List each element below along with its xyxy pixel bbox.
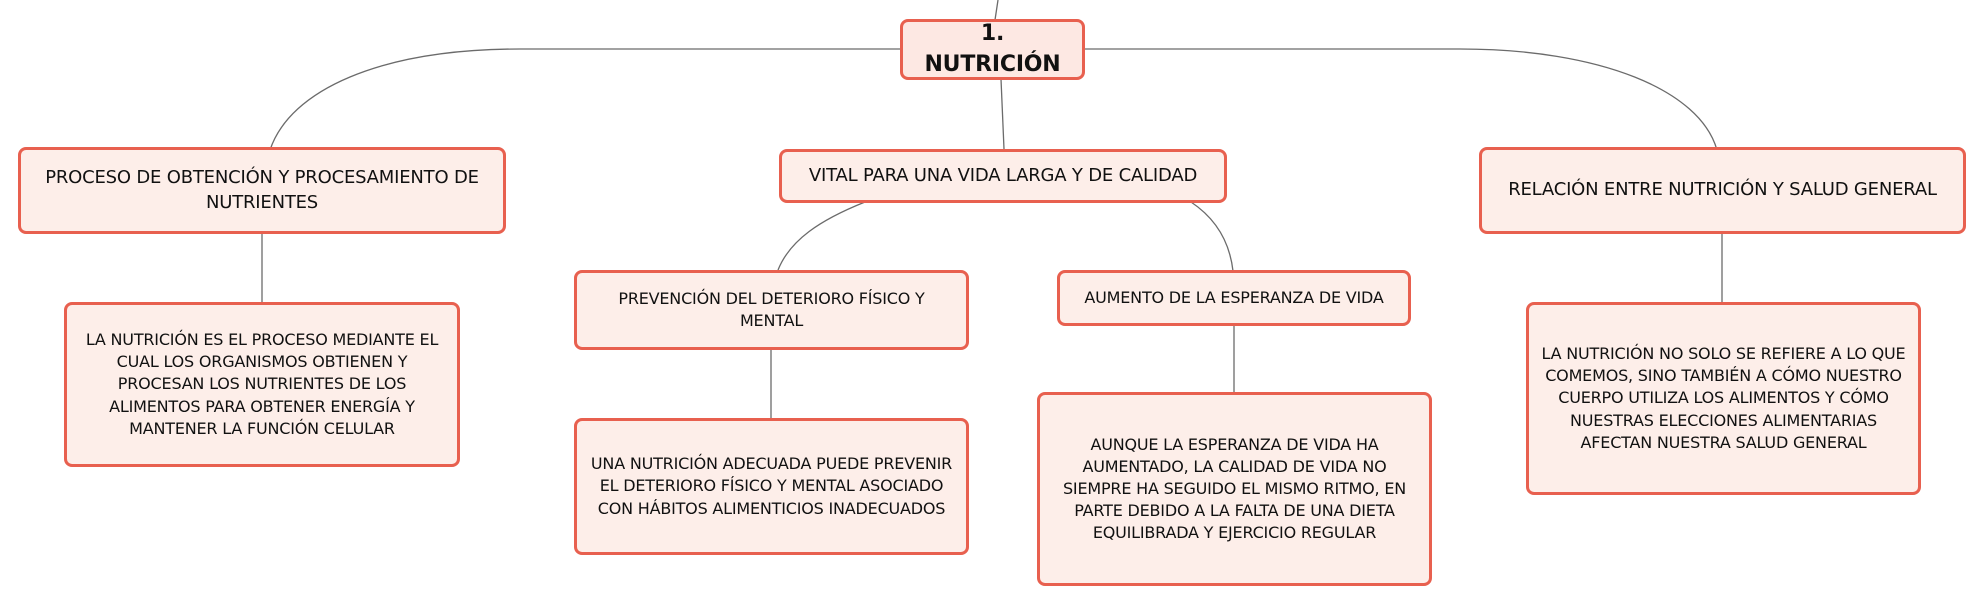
- branch-node-vida-calidad-label: VITAL PARA UNA VIDA LARGA Y DE CALIDAD: [808, 164, 1198, 186]
- branch-node-salud-general[interactable]: RELACIÓN ENTRE NUTRICIÓN Y SALUD GENERAL: [1479, 147, 1966, 234]
- detail-node-prevencion[interactable]: UNA NUTRICIÓN ADECUADA PUEDE PREVENIR EL…: [574, 418, 969, 555]
- branch-node-obtencion-label: PROCESO DE OBTENCIÓN Y PROCESAMIENTO DE …: [45, 166, 479, 213]
- detail-node-prevencion-text: UNA NUTRICIÓN ADECUADA PUEDE PREVENIR EL…: [590, 454, 953, 518]
- sub-node-prevencion[interactable]: PREVENCIÓN DEL DETERIORO FÍSICO Y MENTAL: [574, 270, 969, 350]
- root-node-label: 1. NUTRICIÓN: [924, 21, 1061, 77]
- detail-node-salud-general-text: LA NUTRICIÓN NO SOLO SE REFIERE A LO QUE…: [1541, 344, 1906, 452]
- sub-node-esperanza-vida-label: AUMENTO DE LA ESPERANZA DE VIDA: [1084, 287, 1384, 307]
- branch-node-vida-calidad[interactable]: VITAL PARA UNA VIDA LARGA Y DE CALIDAD: [779, 149, 1227, 203]
- sub-node-esperanza-vida[interactable]: AUMENTO DE LA ESPERANZA DE VIDA: [1057, 270, 1411, 326]
- sub-node-prevencion-label: PREVENCIÓN DEL DETERIORO FÍSICO Y MENTAL: [618, 288, 925, 330]
- connector-root-branch-3: [1084, 48, 1718, 151]
- root-node[interactable]: 1. NUTRICIÓN: [900, 19, 1085, 80]
- branch-node-obtencion[interactable]: PROCESO DE OBTENCIÓN Y PROCESAMIENTO DE …: [18, 147, 506, 234]
- detail-node-salud-general[interactable]: LA NUTRICIÓN NO SOLO SE REFIERE A LO QUE…: [1526, 302, 1921, 495]
- detail-node-esperanza-vida-text: AUNQUE LA ESPERANZA DE VIDA HA AUMENTADO…: [1062, 434, 1407, 543]
- connector-parent-root: [994, 0, 999, 21]
- connector-branch-2-sub-1: [777, 201, 866, 271]
- connector-root-branch-2: [1000, 78, 1005, 150]
- detail-node-esperanza-vida[interactable]: AUNQUE LA ESPERANZA DE VIDA HA AUMENTADO…: [1037, 392, 1432, 586]
- branch-node-salud-general-label: RELACIÓN ENTRE NUTRICIÓN Y SALUD GENERAL: [1508, 179, 1937, 201]
- detail-node-obtencion[interactable]: LA NUTRICIÓN ES EL PROCESO MEDIANTE EL C…: [64, 302, 460, 467]
- connector-branch-2-sub-2: [1190, 201, 1234, 272]
- connector-root-branch-1: [269, 48, 901, 151]
- detail-node-obtencion-text: LA NUTRICIÓN ES EL PROCESO MEDIANTE EL C…: [85, 330, 439, 438]
